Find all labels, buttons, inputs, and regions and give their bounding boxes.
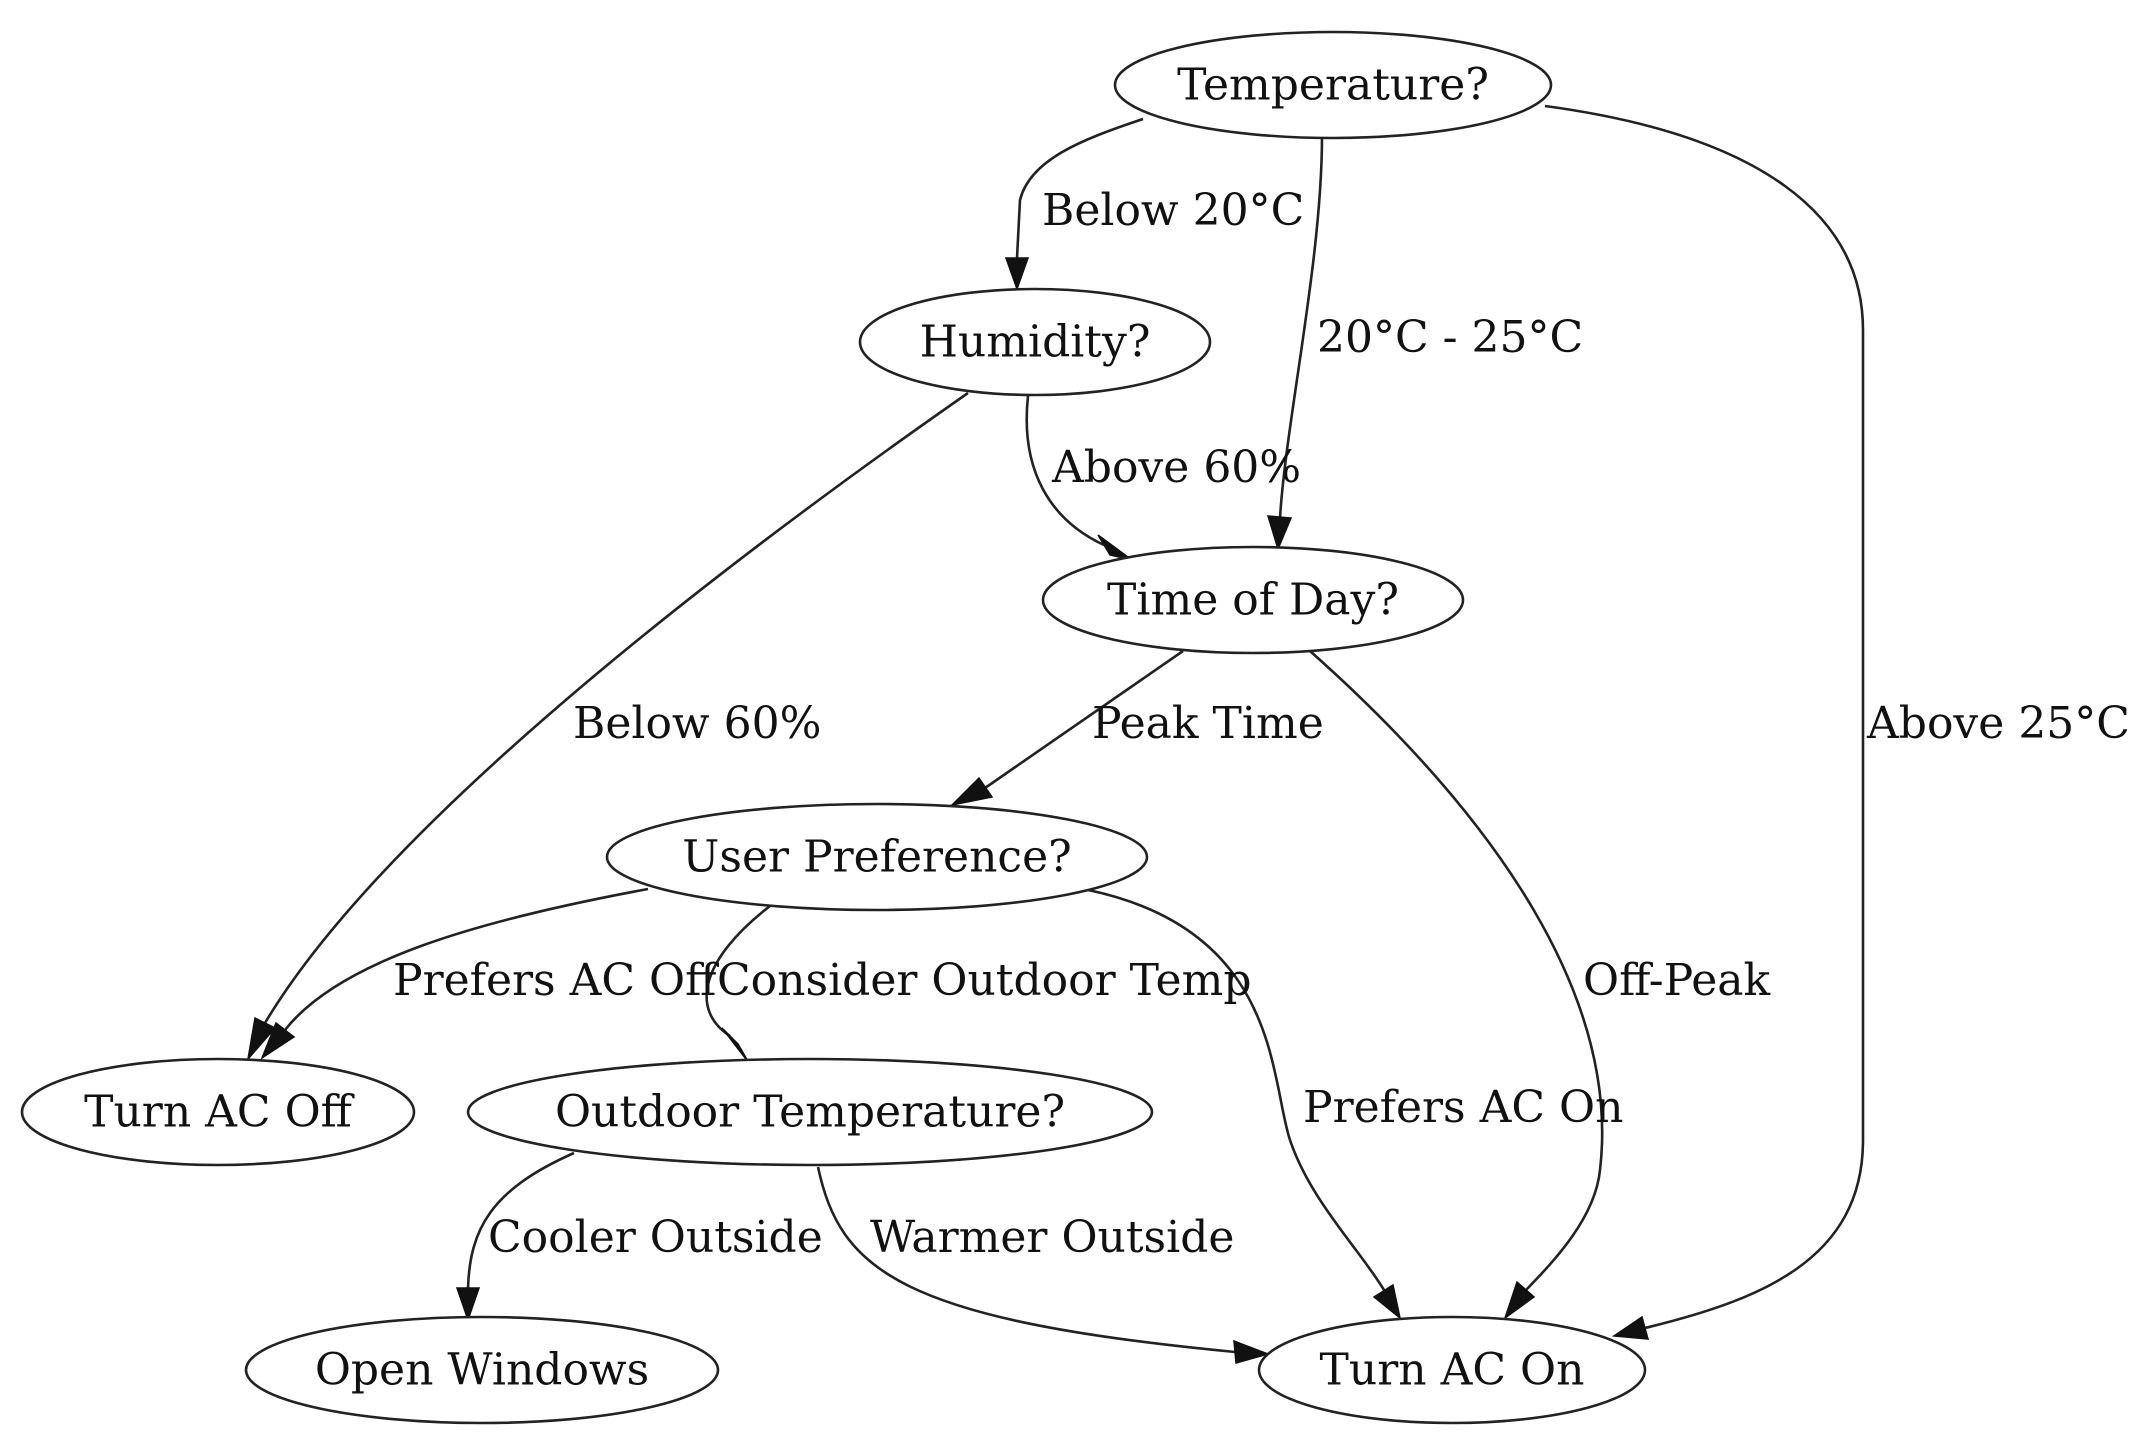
node-label: Time of Day? [1107,575,1399,626]
node-time-of-day: Time of Day? [1041,545,1465,655]
edge-time-of-day-to-turn-ac-on [1309,650,1604,1320]
arrow-head [1372,1283,1402,1320]
node-label: User Preference? [682,832,1071,883]
arrow-head [949,776,994,807]
node-open-windows: Open Windows [244,1315,720,1425]
edge-temperature-to-time-of-day [1266,135,1324,552]
arrow-head [1266,515,1293,552]
edge-label-consider-outdoor-temp: Consider Outdoor Temp [717,955,1252,1006]
node-user-preference: User Preference? [605,802,1149,912]
node-label: Temperature? [1177,60,1489,111]
node-label: Humidity? [920,317,1151,368]
node-turn-ac-on: Turn AC On [1257,1315,1647,1425]
edge-label-below-20c: Below 20°C [1042,185,1304,236]
edge-humidity-to-turn-ac-off [246,391,969,1062]
arrow-head [1611,1315,1650,1340]
edge-outdoor-temperature-to-open-windows [455,1151,575,1323]
edge-temperature-to-humidity [1004,117,1144,292]
edge-label-off-peak: Off-Peak [1583,955,1771,1006]
edge-outdoor-temperature-to-turn-ac-on [816,1166,1271,1364]
node-label: Open Windows [315,1345,649,1396]
edge-label-below-60: Below 60% [573,698,821,749]
edge-label-prefers-ac-off: Prefers AC Off [393,955,719,1006]
arrow-head [1233,1339,1271,1364]
node-humidity: Humidity? [858,287,1212,397]
arrow-head [721,1027,750,1064]
arrow-head [455,1287,481,1323]
edge-label-warmer-outside: Warmer Outside [870,1212,1234,1263]
edge-label-20c-25c: 20°C - 25°C [1317,312,1583,363]
node-label: Turn AC On [1320,1345,1585,1396]
node-label: Outdoor Temperature? [555,1087,1065,1138]
edge-label-prefers-ac-on: Prefers AC On [1303,1082,1623,1133]
edge-label-cooler-outside: Cooler Outside [488,1212,823,1263]
node-outdoor-temperature: Outdoor Temperature? [466,1057,1154,1167]
node-turn-ac-off: Turn AC Off [20,1057,416,1167]
node-label: Turn AC Off [84,1087,355,1138]
arrow-head [1004,257,1030,292]
edge-label-above-25c: Above 25°C [1866,698,2130,749]
edge-user-preference-to-outdoor-temperature [705,904,771,1064]
arrow-head [246,1016,277,1062]
arrow-head [1503,1280,1536,1320]
arrow-head [260,1021,296,1060]
edge-user-preference-to-turn-ac-off [260,887,649,1060]
node-temperature: Temperature? [1113,30,1553,140]
edge-time-of-day-to-user-preference [949,649,1184,807]
edge-label-peak-time: Peak Time [1092,698,1324,749]
edge-temperature-to-turn-ac-on [1544,104,1865,1340]
edge-label-above-60: Above 60% [1051,442,1301,493]
edge-user-preference-to-turn-ac-on [1087,888,1402,1320]
